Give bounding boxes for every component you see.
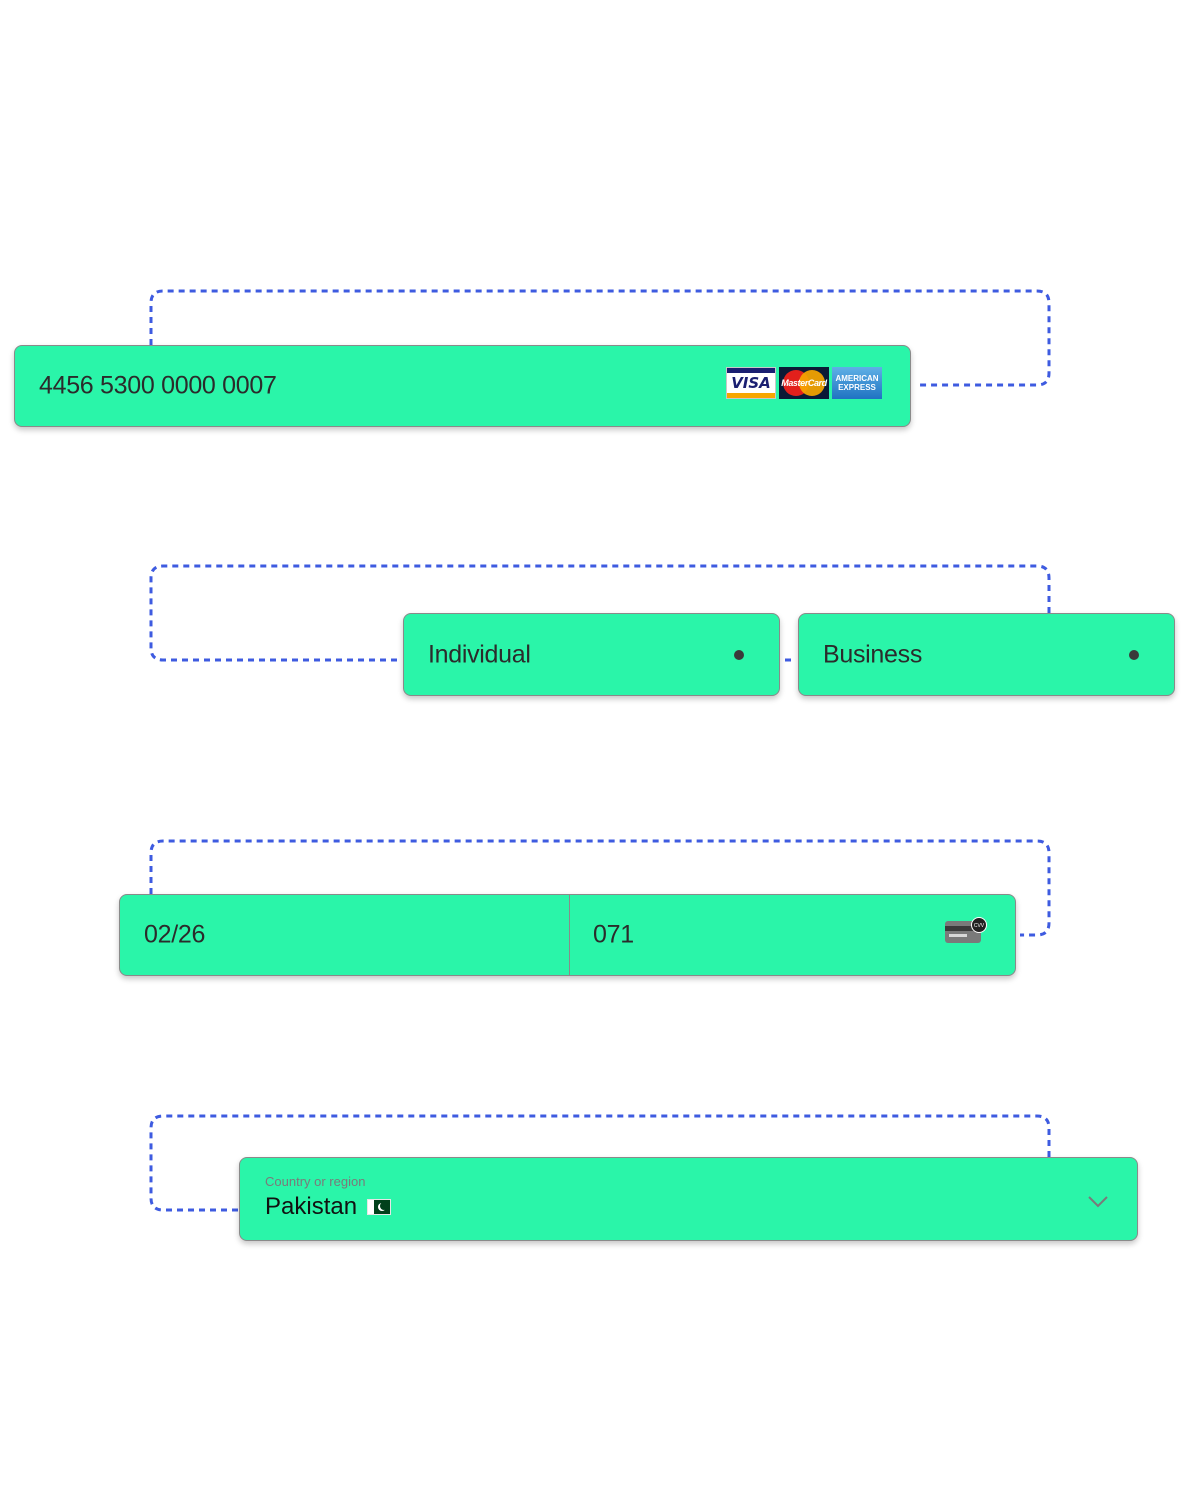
amex-logo: AMERICAN EXPRESS [832,367,882,399]
account-type-business-option[interactable]: Business [798,613,1175,696]
visa-logo-label: VISA [731,374,771,392]
expiry-cvc-group: 02/26 071 CVV [119,894,1016,976]
country-field-label: Country or region [265,1174,366,1189]
card-number-input[interactable]: 4456 5300 0000 0007 VISA MasterCard AMER… [14,345,911,427]
amex-logo-line1: AMERICAN [835,374,879,383]
amex-logo-line2: EXPRESS [838,383,876,392]
account-type-individual-option[interactable]: Individual [403,613,780,696]
country-select[interactable]: Country or region Pakistan [239,1157,1138,1241]
chevron-down-icon[interactable] [1087,1190,1109,1212]
country-selected: Pakistan [265,1193,392,1221]
expiry-input[interactable]: 02/26 [144,920,206,949]
radio-dot-icon[interactable] [734,649,744,660]
radio-dot-icon[interactable] [1129,649,1139,660]
pakistan-flag-icon [367,1199,392,1215]
country-value: Pakistan [265,1193,358,1220]
individual-label: Individual [428,640,531,668]
visa-logo: VISA [726,367,776,399]
card-brand-logos: VISA MasterCard AMERICAN EXPRESS [726,367,882,399]
field-divider [569,895,570,975]
mastercard-logo: MasterCard [779,367,829,399]
mastercard-logo-label: MasterCard [781,378,827,388]
cvc-input[interactable]: 071 [593,920,634,949]
card-number-value[interactable]: 4456 5300 0000 0007 [39,371,277,400]
cvc-card-icon: CVV [945,917,987,947]
cvc-badge: CVV [971,917,987,933]
business-label: Business [823,640,923,668]
